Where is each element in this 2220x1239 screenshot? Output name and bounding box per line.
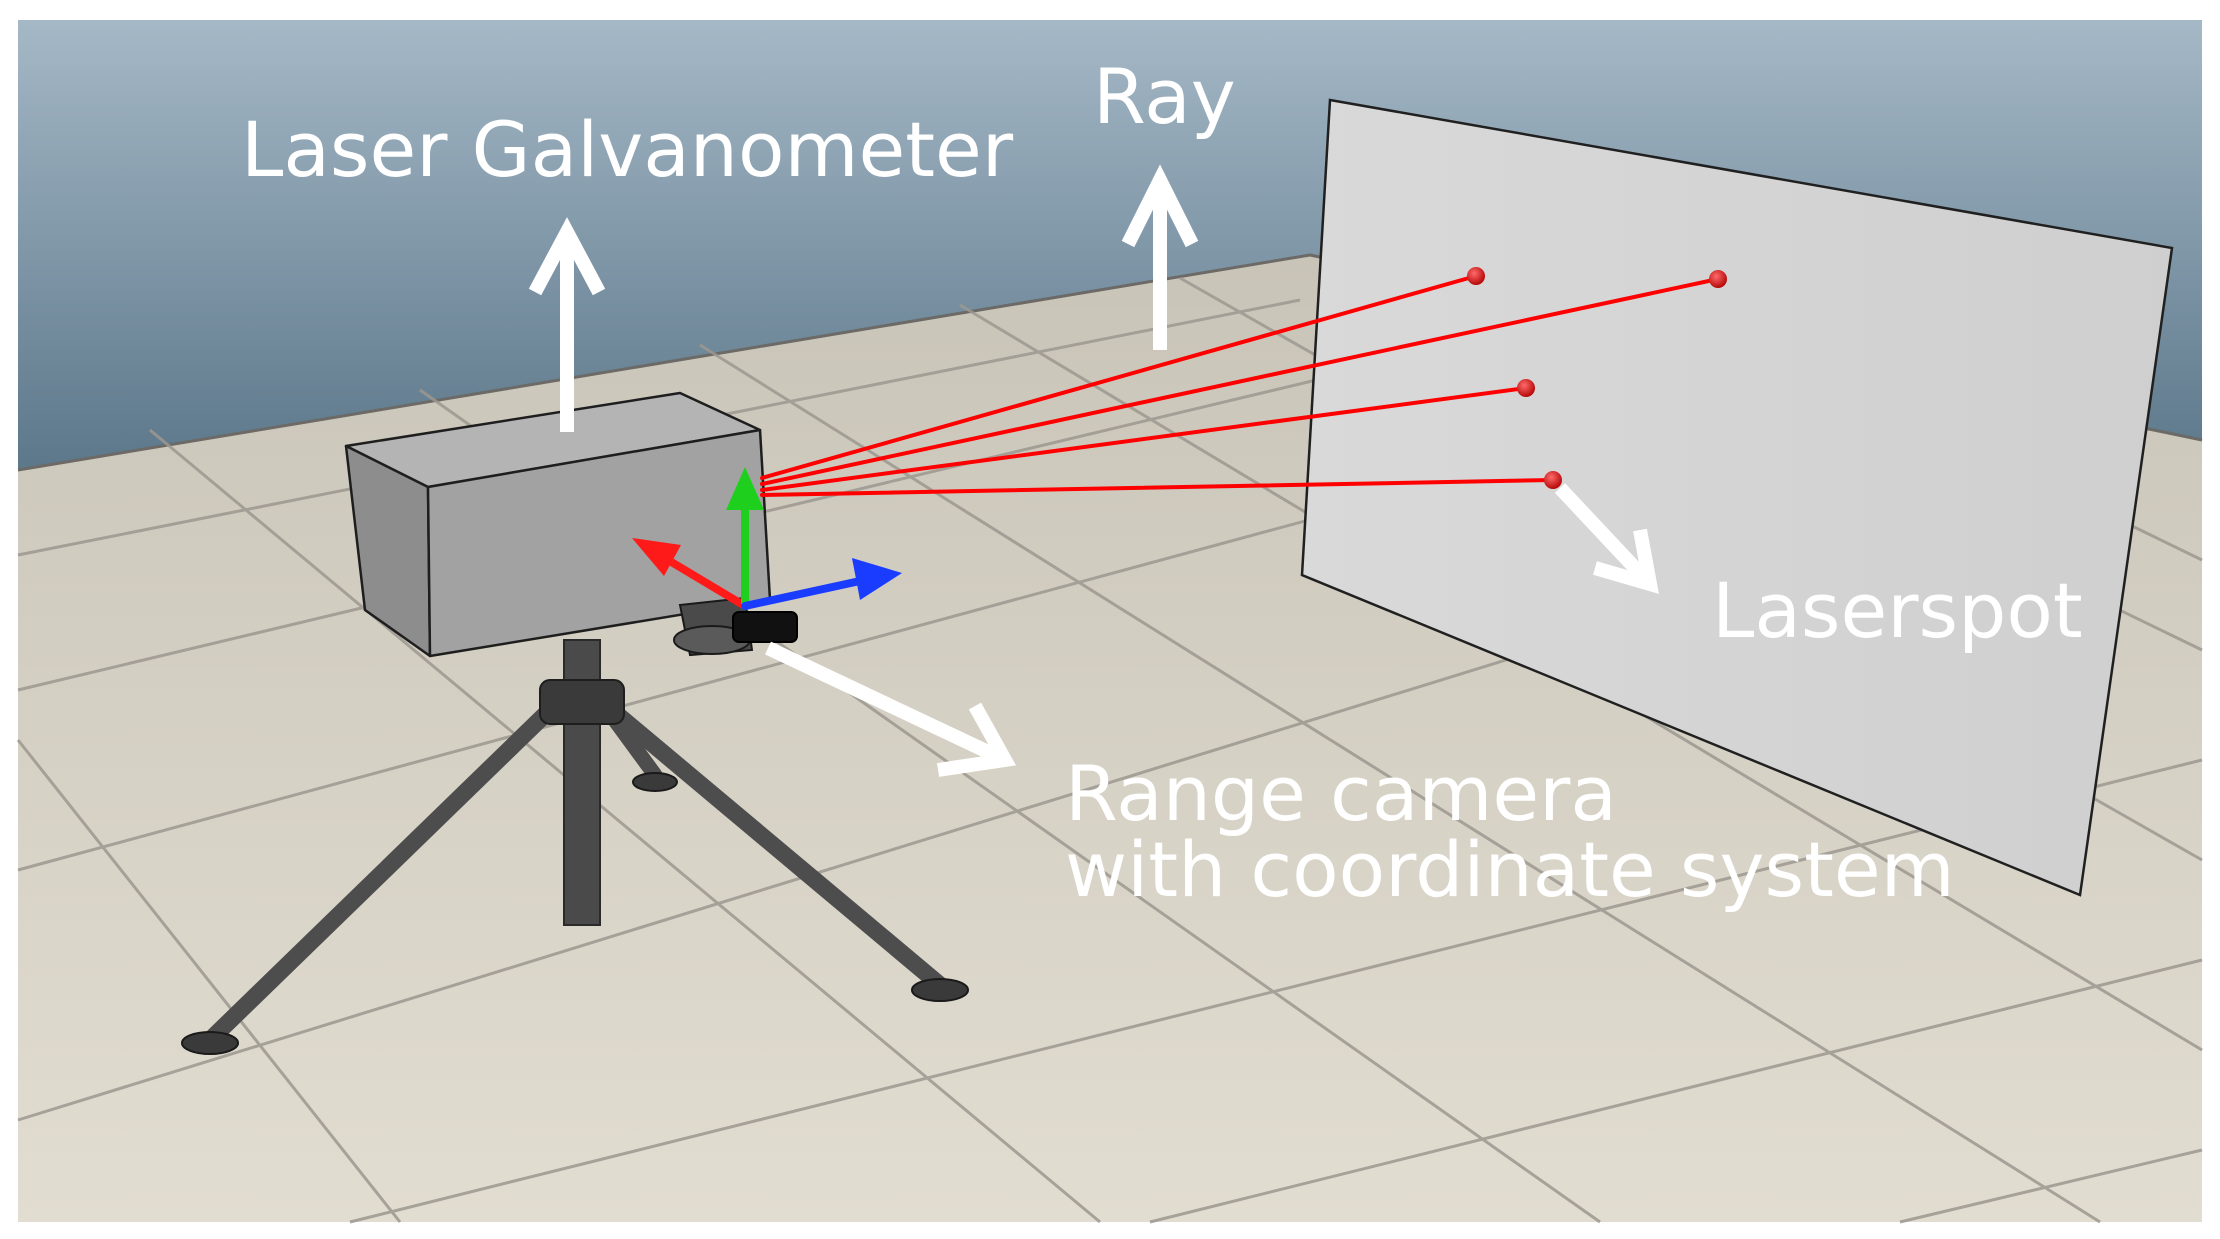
tripod <box>181 639 969 1055</box>
range-camera-arrow <box>765 641 1017 777</box>
tripod-leg-right <box>591 691 949 994</box>
label-laser-galvanometer: Laser Galvanometer <box>241 105 1014 194</box>
laser-ray <box>760 274 1478 480</box>
axis-y-head <box>726 467 764 510</box>
laserspot-arrow <box>1554 483 1659 594</box>
labels: Laser Galvanometer Ray Laserspot Range c… <box>241 52 2083 914</box>
laser-ray <box>760 478 1555 497</box>
axis-x-shaft <box>664 556 749 610</box>
label-range-camera: Range camera <box>1065 749 1617 838</box>
range-camera-body <box>732 611 798 643</box>
label-laserspot: Laserspot <box>1712 566 2083 655</box>
axis-z-shaft <box>741 577 864 610</box>
galvanometer-box <box>344 391 772 658</box>
ray-arrow <box>1121 164 1199 350</box>
galvanometer-arrow <box>528 217 606 432</box>
axis-z-head <box>852 558 902 600</box>
annotation-arrows <box>528 164 1659 777</box>
tripod-head <box>539 679 625 725</box>
tripod-leg-left <box>201 691 569 1049</box>
label-ray: Ray <box>1093 52 1236 141</box>
tripod-foot-right <box>911 978 969 1002</box>
laser-rays <box>760 274 1720 497</box>
laser-spot <box>1544 471 1562 489</box>
laser-spot <box>1517 379 1535 397</box>
laser-spots <box>1467 267 1727 489</box>
tripod-foot-back <box>632 772 678 792</box>
laser-spot <box>1709 270 1727 288</box>
range-camera <box>673 596 798 657</box>
axis-x-head <box>632 538 681 576</box>
laser-ray <box>760 277 1720 486</box>
laser-spot <box>1467 267 1485 285</box>
coordinate-system <box>632 467 902 610</box>
laser-ray <box>760 386 1528 492</box>
label-coordinate-system: with coordinate system <box>1065 825 1955 914</box>
tripod-foot-left <box>181 1031 239 1055</box>
